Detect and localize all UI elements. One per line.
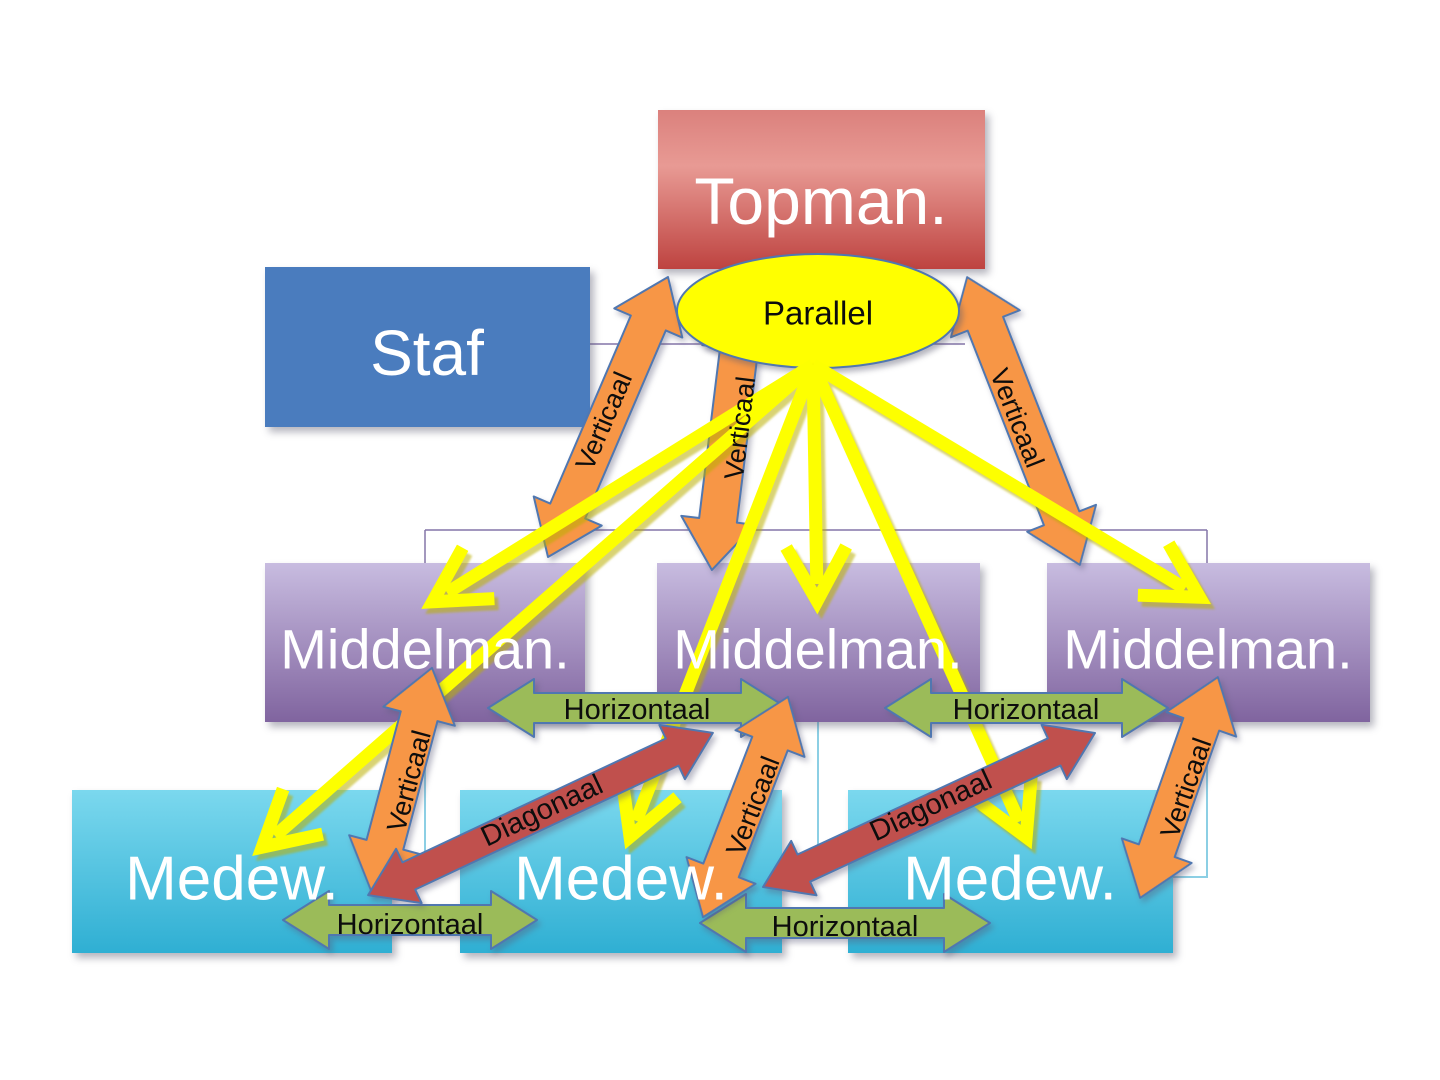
middelman-label-3: Middelman. bbox=[1063, 618, 1352, 681]
medew-label-3: Medew. bbox=[903, 845, 1117, 914]
medew-label-1: Medew. bbox=[125, 845, 339, 914]
parallel-ray-to-middelman-3 bbox=[809, 359, 1212, 605]
verticaal-arrow-top-left bbox=[532, 276, 684, 558]
parallel-rays bbox=[252, 359, 1212, 856]
diagonaal-arrow-right bbox=[762, 723, 1096, 897]
medew-label-2: Medew. bbox=[514, 845, 728, 914]
horizontaal-label-bottom-right: Horizontaal bbox=[772, 911, 919, 943]
middelman-label-2: Middelman. bbox=[673, 618, 962, 681]
topman-label: Topman. bbox=[694, 164, 947, 238]
verticaal-arrow-mid-center bbox=[685, 695, 806, 919]
parallel-ray-to-medew-3 bbox=[807, 362, 1038, 850]
topman-box bbox=[658, 110, 985, 269]
diagonaal-arrow-left bbox=[367, 723, 714, 905]
horizontaal-arrow-mid-right bbox=[884, 678, 1169, 738]
horizontaal-arrow-bottom-left bbox=[282, 890, 538, 950]
staf-box bbox=[265, 267, 590, 427]
parallel-label: Parallel bbox=[763, 295, 873, 332]
parallel-ray-to-middelman-2 bbox=[780, 364, 852, 615]
verticaal-arrow-mid-right bbox=[1120, 676, 1238, 899]
middelman-label-1: Middelman. bbox=[280, 618, 569, 681]
parallel-ray-to-medew-1 bbox=[252, 360, 818, 856]
verticaal-arrow-top-right bbox=[949, 276, 1098, 566]
staf-label: Staf bbox=[370, 317, 484, 389]
horizontaal-arrow-bottom-right bbox=[699, 893, 991, 953]
horizontaal-label-mid-right: Horizontaal bbox=[953, 694, 1100, 726]
parallel-ray-to-middelman-1 bbox=[421, 359, 817, 609]
org-elbow-right bbox=[1173, 722, 1208, 878]
horizontaal-label-bottom-left: Horizontaal bbox=[337, 909, 484, 941]
horizontaal-label-mid-left: Horizontaal bbox=[564, 694, 711, 726]
